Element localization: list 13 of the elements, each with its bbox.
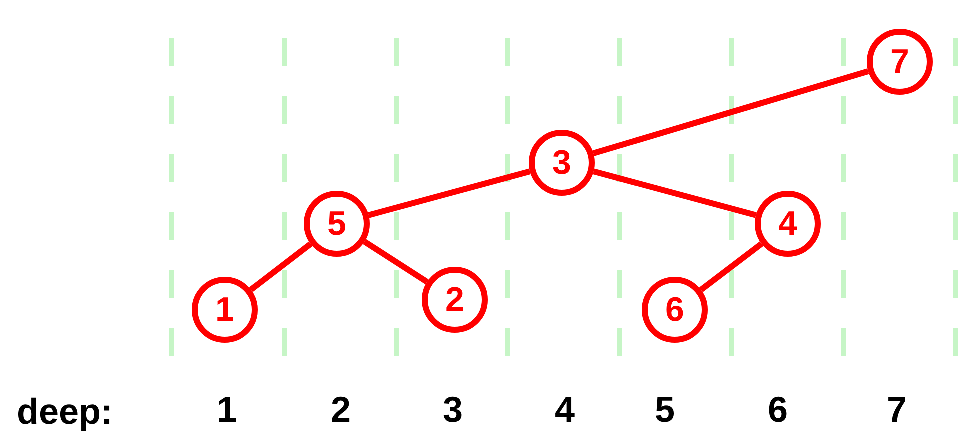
depth-number: 4 (554, 392, 576, 428)
edge-line (593, 168, 757, 218)
depth-number: 6 (768, 392, 788, 428)
edge-line (363, 239, 429, 285)
edge-line (249, 242, 313, 292)
depth-number: 3 (442, 392, 464, 428)
depth-number: 2 (330, 392, 352, 428)
edge-line (699, 242, 764, 292)
edge-line (368, 168, 531, 218)
depth-number: 7 (886, 392, 908, 428)
depth-number: 5 (654, 392, 676, 428)
axis-title: deep: (17, 394, 113, 430)
depth-number: 1 (216, 392, 238, 428)
